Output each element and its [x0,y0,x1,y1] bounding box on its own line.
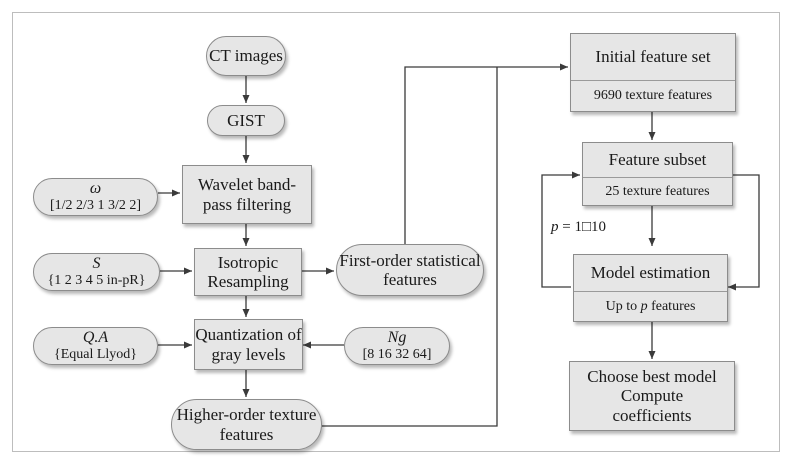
model-estimation-node: Model estimation Up to p features [573,254,728,322]
ct-images-label: CT images [209,46,283,66]
omega-param-node: ω [1/2 2/3 1 3/2 2] [33,178,158,216]
ng-param-node: Ng [8 16 32 64] [344,327,450,365]
first-order-features-node: First-order statistical features [336,244,484,296]
feature-subset-title: Feature subset [583,143,732,178]
qa-param-node: Q.A {Equal Llyod} [33,327,158,365]
quantization-label: Quantization of gray levels [195,325,302,364]
model-estimation-detail-suffix: features [647,298,696,314]
ct-images-node: CT images [206,36,286,76]
wavelet-filtering-label: Wavelet band-pass filtering [197,175,297,214]
ng-symbol: Ng [387,329,407,347]
gist-node: GIST [207,105,285,136]
loop-subset-to-model [728,174,760,291]
initial-feature-set-detail: 9690 texture features [593,88,713,104]
model-estimation-detail-prefix: Up to [605,298,641,314]
omega-values: [1/2 2/3 1 3/2 2] [50,198,141,214]
qa-symbol: Q.A [82,329,109,347]
initial-feature-set-node: Initial feature set 9690 texture feature… [570,33,736,112]
wavelet-filtering-node: Wavelet band-pass filtering [182,165,312,224]
connector-higherorder-to-initialset [322,67,498,427]
ng-values: [8 16 32 64] [362,347,432,363]
qa-values: {Equal Llyod} [53,347,138,363]
quantization-node: Quantization of gray levels [194,319,303,370]
best-model-node: Choose best model Compute coefficients [569,361,735,431]
feature-subset-detail: 25 texture features [605,183,710,199]
s-values: {1 2 3 4 5 in-pR} [47,273,146,289]
model-estimation-detail: Up to p features [574,292,727,321]
loop-model-to-subset [541,171,580,288]
connector-firstorder-to-initialset [404,63,568,244]
loop-range-var: p [551,219,559,235]
best-model-label: Choose best model Compute coefficients [587,367,717,425]
initial-feature-set-title: Initial feature set [571,34,735,81]
gist-label: GIST [227,110,265,130]
loop-range-label: p = 1□10 [551,219,606,236]
s-param-node: S {1 2 3 4 5 in-pR} [33,253,160,291]
diagram-frame [12,12,780,452]
feature-subset-node: Feature subset 25 texture features [582,142,733,206]
higher-order-features-label: Higher-order texture features [176,405,317,444]
s-symbol: S [92,255,101,273]
loop-range-rest: = 1□10 [558,219,607,235]
model-estimation-title: Model estimation [574,255,727,292]
model-estimation-detail-var: p [640,298,648,314]
isotropic-resampling-node: Isotropic Resampling [194,248,302,296]
omega-symbol: ω [89,180,102,198]
first-order-features-label: First-order statistical features [339,250,481,289]
higher-order-features-node: Higher-order texture features [171,399,322,450]
isotropic-resampling-label: Isotropic Resampling [207,252,289,291]
